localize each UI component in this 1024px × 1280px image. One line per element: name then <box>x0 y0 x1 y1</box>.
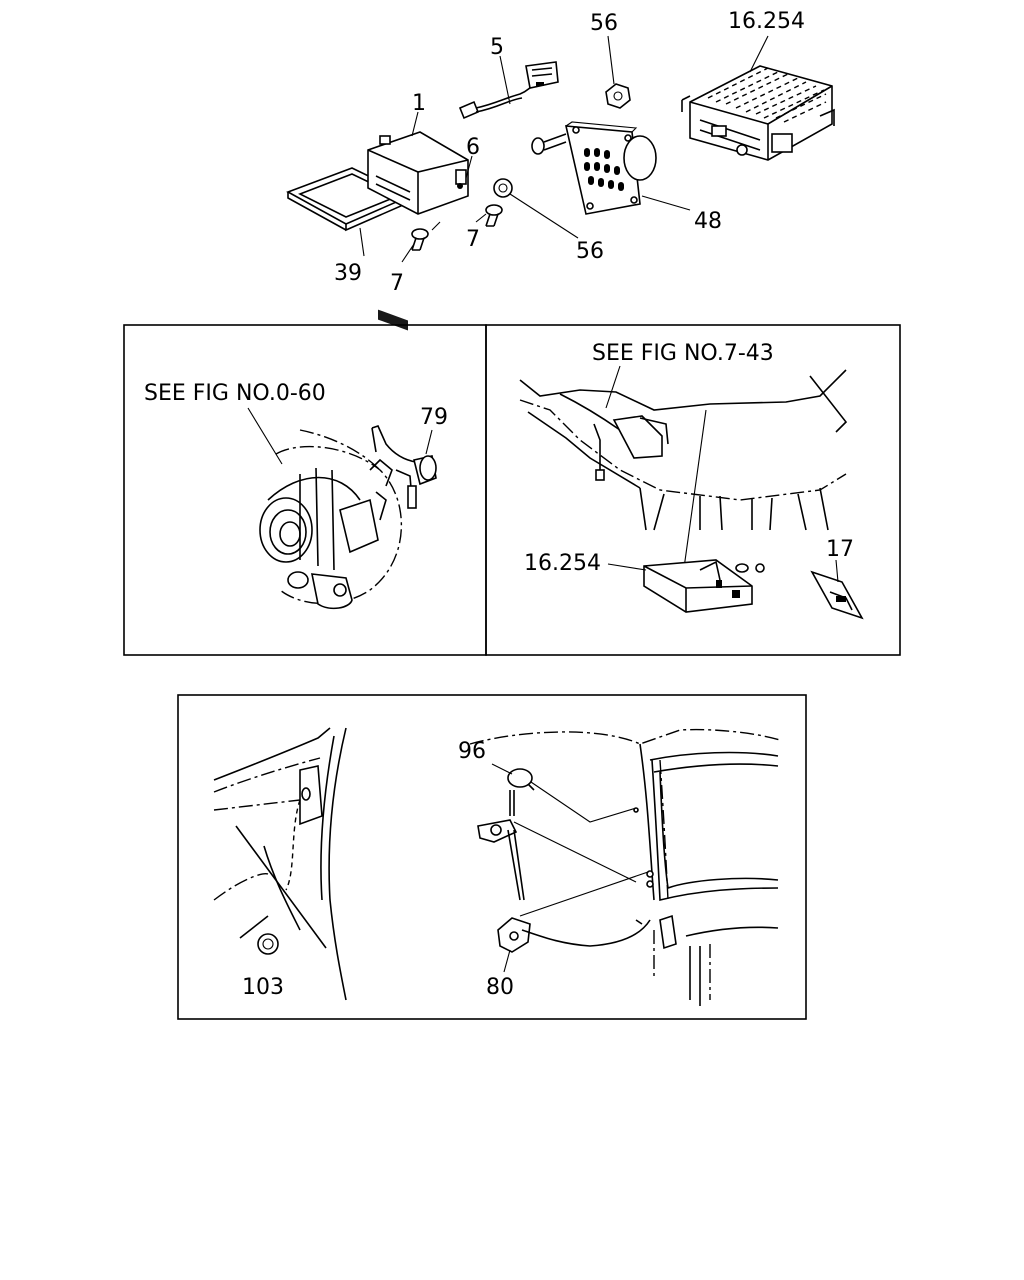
label-48: 48 <box>694 209 722 234</box>
middle-right-panel: SEE FIG NO.7-43 <box>485 324 901 656</box>
part-48-speaker <box>531 121 657 215</box>
label-103: 103 <box>242 975 284 1000</box>
right-antenna-drawing <box>469 728 781 1006</box>
label-16254-middle: 16.254 <box>524 551 601 576</box>
radio-vent-pattern <box>707 67 827 123</box>
label-7-right: 7 <box>466 227 480 252</box>
label-96: 96 <box>458 739 486 764</box>
see-fig-060-label: SEE FIG NO.0-60 <box>144 381 326 406</box>
part-5-harness <box>458 61 559 120</box>
label-56-bottom: 56 <box>576 239 604 264</box>
label-1: 1 <box>412 91 426 116</box>
dashboard-drawing <box>519 369 848 569</box>
label-5: 5 <box>490 35 504 60</box>
part-56-nuts <box>493 83 631 198</box>
part-16254-radio <box>681 65 835 161</box>
label-39: 39 <box>334 261 362 286</box>
bottom-panel: 103 <box>177 694 807 1020</box>
left-pillar-drawing <box>213 727 347 1001</box>
alternator-drawing <box>259 425 437 610</box>
label-16254-top: 16.254 <box>728 9 805 34</box>
label-17: 17 <box>826 537 854 562</box>
label-80: 80 <box>486 975 514 1000</box>
label-6: 6 <box>466 135 480 160</box>
top-leader-lines <box>359 35 769 263</box>
part-7-screws <box>411 204 503 251</box>
part-1-head-unit <box>367 131 469 331</box>
see-fig-743-label: SEE FIG NO.7-43 <box>592 341 774 366</box>
label-56-top: 56 <box>590 11 618 36</box>
top-section: 1 5 6 7 7 39 56 56 48 16.254 <box>286 9 835 331</box>
label-79: 79 <box>420 405 448 430</box>
label-7-left: 7 <box>390 271 404 296</box>
radio-mount-part <box>643 559 765 613</box>
middle-left-panel: SEE FIG NO.0-60 79 <box>123 324 487 656</box>
part-17-panel <box>810 570 864 620</box>
